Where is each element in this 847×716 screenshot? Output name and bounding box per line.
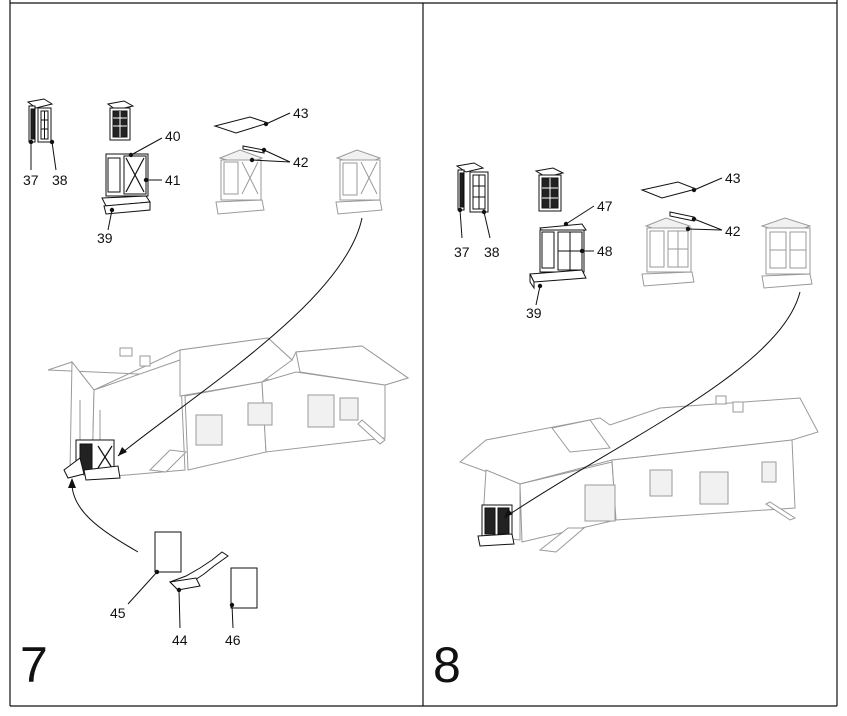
part-46-panel xyxy=(230,567,258,609)
arrow-to-building-7 xyxy=(117,217,363,457)
callout-43-8: 43 xyxy=(725,170,741,186)
part-44-stairs xyxy=(168,551,229,591)
part-41-crossed-door xyxy=(105,153,149,197)
callout-42-8: 42 xyxy=(725,223,741,239)
callout-43: 43 xyxy=(293,105,309,121)
callout-37: 37 xyxy=(23,172,39,188)
part-window-pediment xyxy=(106,100,135,141)
assembled-porch-grey-8 xyxy=(641,217,695,287)
callout-leaders-8 xyxy=(457,177,723,306)
callout-48: 48 xyxy=(597,243,613,259)
callout-leaders-7 xyxy=(28,112,291,629)
building-step-8 xyxy=(459,395,819,553)
callout-46: 46 xyxy=(225,632,241,648)
callout-38: 38 xyxy=(52,172,68,188)
callout-39-8: 39 xyxy=(526,305,542,321)
callout-47: 47 xyxy=(597,198,613,214)
assembled-porch-grey xyxy=(215,149,265,215)
part-39-step-8 xyxy=(529,269,587,290)
callout-44: 44 xyxy=(172,632,188,648)
part-43-roof-panel xyxy=(213,116,270,134)
arrow-to-building-8 xyxy=(503,291,801,519)
sheet-frame xyxy=(9,0,838,707)
step-number-7: 7 xyxy=(20,637,48,693)
part-45-panel xyxy=(154,531,182,573)
part-43-roof-panel-8 xyxy=(640,181,698,199)
callout-38-8: 38 xyxy=(484,244,500,260)
installed-porch-step-7 xyxy=(63,439,121,481)
part-47-48-double-door xyxy=(539,223,587,273)
callout-45: 45 xyxy=(110,605,126,621)
step-number-8: 8 xyxy=(433,637,461,693)
building-step-7 xyxy=(47,337,410,479)
step-8-panel: 37 38 47 48 39 43 42 8 xyxy=(433,162,819,693)
installed-porch-step-8 xyxy=(477,504,515,547)
part-38-door-leaf xyxy=(37,107,52,143)
callout-41: 41 xyxy=(165,172,181,188)
part-42-strips-8 xyxy=(669,211,695,222)
part-39-steps xyxy=(101,195,151,215)
callout-39: 39 xyxy=(97,230,113,246)
callout-40: 40 xyxy=(165,128,181,144)
part-38-door-leaf-8 xyxy=(469,171,489,213)
arrow-lower-parts-7 xyxy=(71,479,139,553)
step-7-panel: 37 38 40 41 39 43 42 45 44 46 7 xyxy=(20,98,410,693)
part-42-strips xyxy=(242,145,265,154)
assembled-porch-grey-8b xyxy=(760,217,813,289)
callout-42: 42 xyxy=(293,154,309,170)
callout-37-8: 37 xyxy=(454,244,470,260)
part-window-pediment-8 xyxy=(534,167,565,212)
assembled-porch-grey-2 xyxy=(335,149,383,215)
part-37-door-frame xyxy=(26,98,54,143)
